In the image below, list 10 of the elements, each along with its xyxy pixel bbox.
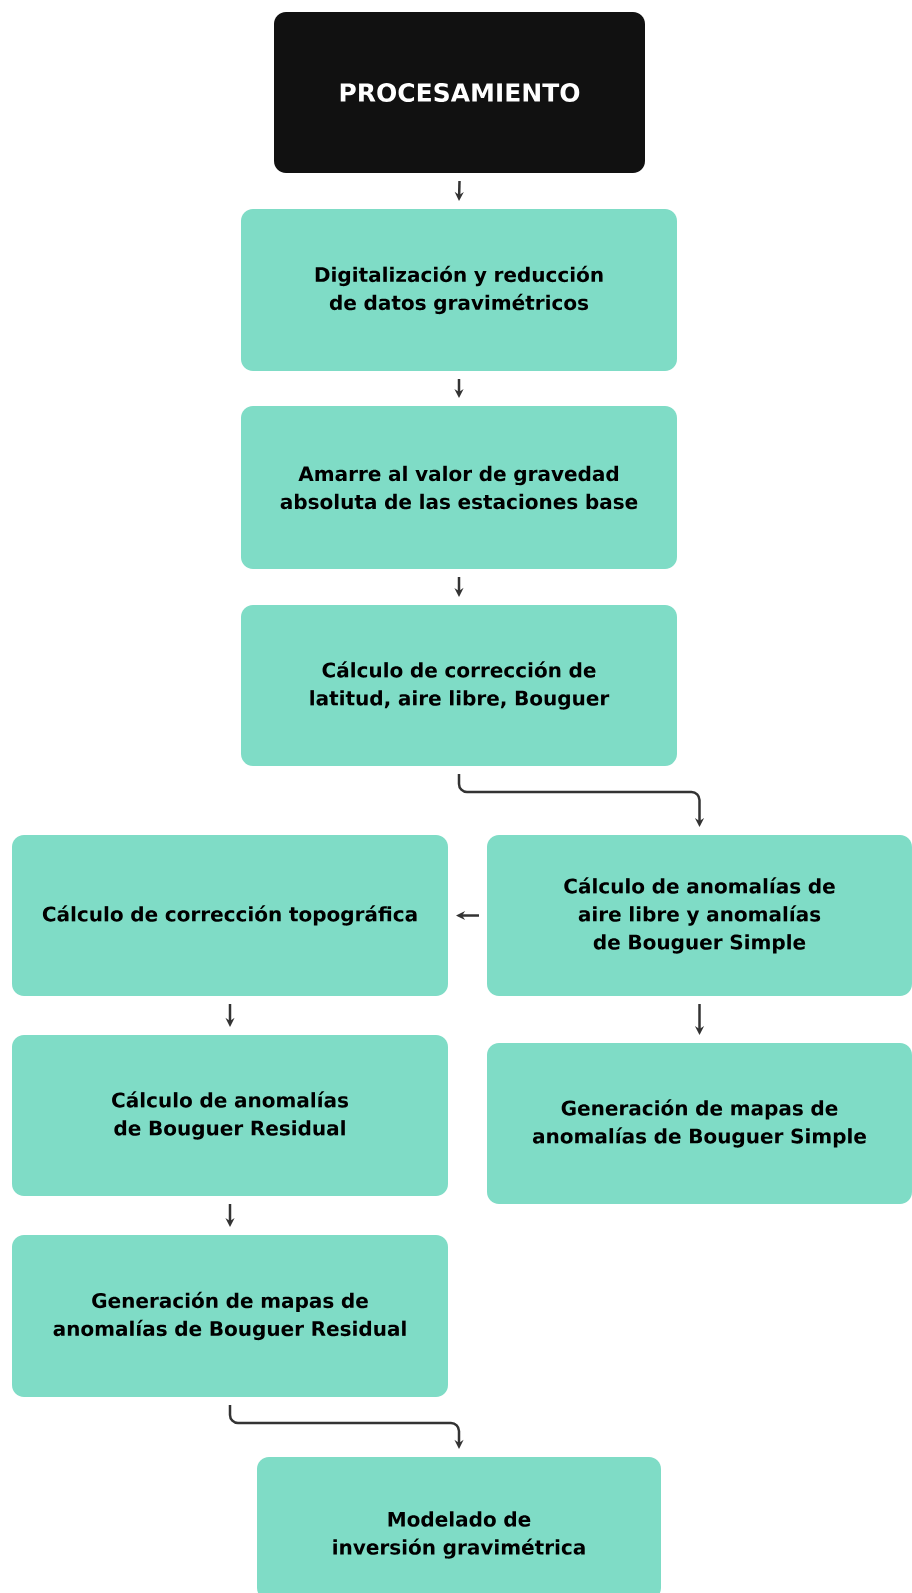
process-box: Cálculo de corrección topográfica [12, 835, 448, 996]
process-box: Amarre al valor de gravedad absoluta de las estaciones base [241, 406, 677, 569]
start-box: PROCESAMIENTO [274, 12, 645, 173]
process-box: Generación de mapas de anomalías de Bouguer Residual [12, 1235, 448, 1397]
process-box: Digitalización y reducción de datos gravimétricos [241, 209, 677, 371]
process-box: Cálculo de anomalías de aire libre y anomalías de Bouguer Simple [487, 835, 912, 996]
process-box: Cálculo de corrección de latitud, aire libre, Bouguer [241, 605, 677, 766]
process-box: Modelado de inversión gravimétrica [257, 1457, 661, 1593]
process-box: Generación de mapas de anomalías de Bouguer Simple [487, 1043, 912, 1204]
process-box: Cálculo de anomalías de Bouguer Residual [12, 1035, 448, 1196]
